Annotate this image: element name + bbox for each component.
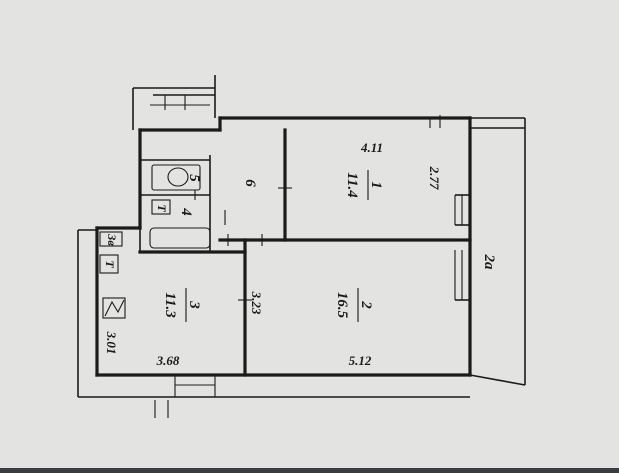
room-2a-number: 2a	[481, 254, 497, 271]
vent-symbol: Т	[155, 204, 169, 212]
windows	[150, 95, 441, 418]
room-2-area: 16.5	[334, 292, 350, 319]
balcony-2a	[454, 117, 526, 386]
interior-walls	[138, 128, 472, 377]
door-marks	[194, 187, 292, 301]
room-4-number: 4	[178, 207, 194, 216]
cabinet-symbol: Т	[103, 260, 117, 268]
room-1-number: 1	[368, 181, 384, 189]
tank-symbol: Зв	[105, 233, 119, 246]
dimension-labels: 4.11 2.77 3.23 5.12 3.68 3.01	[104, 140, 442, 368]
dimension-room3-length: 3.68	[156, 353, 180, 368]
room-1-area: 11.4	[344, 172, 360, 198]
dimension-room2-width: 3.23	[249, 291, 264, 315]
fixture-symbols: Т Т Зв	[103, 204, 169, 268]
exterior-walls	[77, 75, 472, 398]
room-labels: 1 11.4 2 16.5 3 11.3 4 5 6 2a	[162, 170, 497, 322]
dimension-room1-length: 4.11	[360, 140, 383, 155]
bathroom-fixtures	[99, 164, 211, 319]
room-6-number: 6	[242, 179, 258, 187]
room-5-number: 5	[186, 174, 202, 182]
room-3-number: 3	[186, 300, 202, 309]
dimension-room3-width: 3.01	[104, 331, 119, 355]
room-2-number: 2	[358, 300, 374, 309]
dimension-room1-width: 2.77	[427, 166, 442, 190]
room-3-area: 11.3	[162, 292, 178, 318]
dimension-room2-length: 5.12	[349, 353, 372, 368]
